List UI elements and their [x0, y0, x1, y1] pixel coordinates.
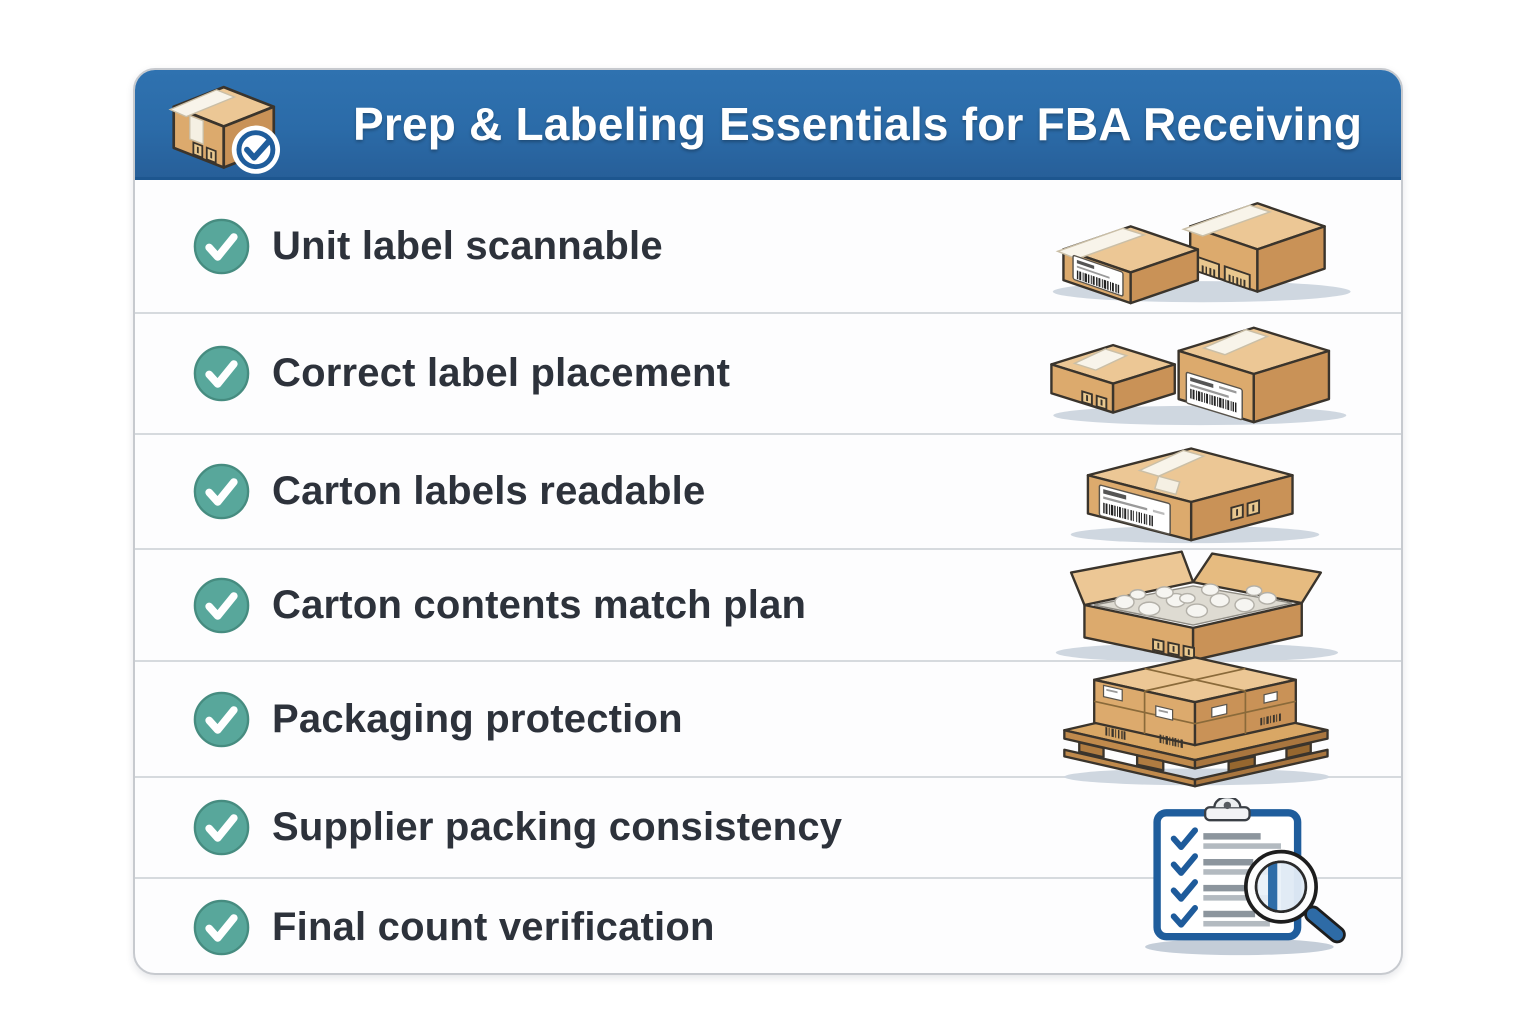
checklist-row-supplier-packing-consistency: Supplier packing consistency	[135, 778, 1401, 879]
check-circle-icon	[193, 345, 250, 402]
package-check-icon	[163, 74, 297, 178]
checklist-row-carton-contents-match-plan: Carton contents match plan	[135, 550, 1401, 663]
check-circle-icon	[193, 577, 250, 634]
checklist-row-correct-label-placement: Correct label placement	[135, 314, 1401, 435]
checklist-item-label: Unit label scannable	[272, 223, 663, 268]
checklist-item-label: Carton contents match plan	[272, 582, 807, 627]
checklist-item-label: Correct label placement	[272, 351, 731, 395]
checklist-row-packaging-protection: Packaging protection	[135, 656, 1401, 788]
check-circle-icon	[193, 218, 250, 275]
two-boxes-with-barcode-labels-illustration	[1025, 186, 1365, 307]
checklist-row-final-count-verification: Final count verification	[135, 879, 1401, 973]
check-circle-icon	[193, 799, 250, 856]
checklist-clipboard-magnifier-illustration	[1133, 795, 1355, 957]
check-circle-icon	[193, 463, 250, 520]
checklist-item-label: Carton labels readable	[272, 469, 706, 513]
open-carton-with-packing-material-illustration	[1025, 544, 1365, 666]
check-circle-icon	[193, 691, 250, 748]
check-circle-icon	[193, 899, 250, 956]
boxes-with-placed-shipping-label-illustration	[1025, 318, 1365, 430]
palletized-cartons-illustration	[1025, 648, 1365, 790]
checklist-item-label: Final count verification	[272, 904, 715, 949]
page-title: Prep & Labeling Essentials for FBA Recei…	[353, 97, 1363, 150]
header-banner: Prep & Labeling Essentials for FBA Recei…	[135, 70, 1401, 180]
checklist-card: Prep & Labeling Essentials for FBA Recei…	[133, 68, 1403, 975]
checklist-item-label: Supplier packing consistency	[272, 805, 843, 849]
checklist-item-label: Packaging protection	[272, 696, 683, 741]
checklist-row-carton-labels-readable: Carton labels readable	[135, 435, 1401, 550]
carton-with-readable-label-illustration	[1025, 437, 1365, 546]
checklist-row-unit-label-scannable: Unit label scannable	[135, 180, 1401, 314]
checklist: Unit label scannable	[135, 180, 1401, 973]
